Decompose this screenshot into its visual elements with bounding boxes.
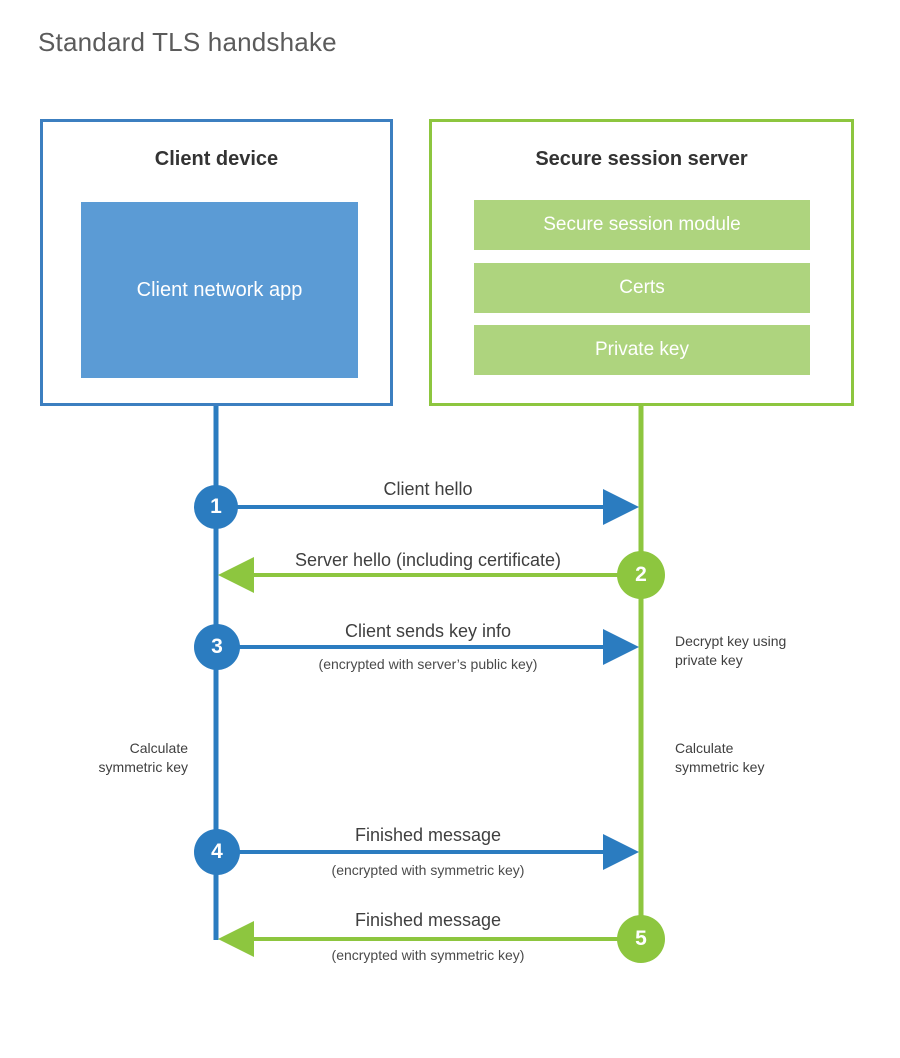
- message-1-primary: Client hello: [383, 479, 473, 499]
- message-label-3: Client sends key info: [345, 620, 511, 643]
- client-device-title: Client device: [154, 148, 279, 170]
- message-5-primary: Finished message: [354, 910, 502, 930]
- message-4-secondary: (encrypted with symmetric key): [331, 862, 525, 878]
- server-module-secure-session-module: Secure session module: [474, 200, 810, 250]
- message-label-2: Server hello (including certificate): [295, 549, 561, 572]
- page-title: Standard TLS handshake: [38, 27, 337, 57]
- message-label-4: Finished message: [355, 824, 501, 847]
- client-device-box: Client device Client network app: [40, 119, 393, 406]
- message-3-primary: Client sends key info: [344, 621, 512, 641]
- step-marker-3: 3: [194, 624, 240, 670]
- secure-session-server-title: Secure session server: [535, 148, 748, 170]
- message-label-5: Finished message: [355, 909, 501, 932]
- step-marker-4: 4: [194, 829, 240, 875]
- step-marker-2: 2: [617, 551, 665, 599]
- message-4-primary: Finished message: [354, 825, 502, 845]
- note-server-decrypt: Decrypt key using private key: [675, 633, 787, 668]
- message-label-1: Client hello: [383, 478, 472, 501]
- server-module-private-key: Private key: [474, 325, 810, 375]
- client-network-app-block: Client network app: [81, 202, 358, 378]
- secure-session-server-box: Secure session server Secure session mod…: [429, 119, 854, 406]
- message-sublabel-4: (encrypted with symmetric key): [332, 862, 525, 880]
- step-marker-5: 5: [617, 915, 665, 963]
- message-sublabel-3: (encrypted with server’s public key): [319, 656, 538, 674]
- note-client-calculate-symmetric-key: Calculate symmetric key: [98, 740, 188, 775]
- message-sublabel-5: (encrypted with symmetric key): [332, 947, 525, 965]
- step-marker-1: 1: [194, 485, 238, 529]
- note-server-calculate-symmetric-key: Calculate symmetric key: [675, 740, 765, 775]
- message-2-primary: Server hello (including certificate): [294, 550, 562, 570]
- server-module-certs: Certs: [474, 263, 810, 313]
- message-5-secondary: (encrypted with symmetric key): [331, 947, 525, 963]
- message-3-secondary: (encrypted with server’s public key): [318, 656, 538, 672]
